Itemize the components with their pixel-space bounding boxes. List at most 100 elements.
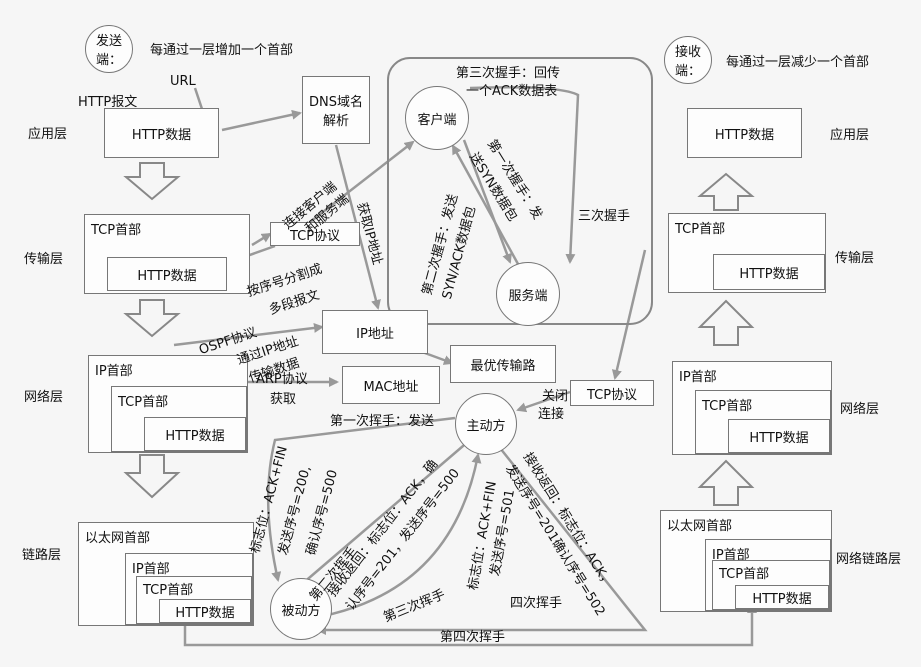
tcp-protocol-box: TCP协议 xyxy=(270,222,360,246)
server-circle: 服务端 xyxy=(496,262,560,326)
ip-header-text: IP首部 xyxy=(95,364,133,379)
ethernet-frame-box: 以太网首部 IP首部 TCP首部 HTTP数据 xyxy=(78,522,254,626)
layer-transport-right: 传输层 xyxy=(835,251,875,266)
layer-link-right: 网络链路层 xyxy=(836,552,902,567)
http-data-text: HTTP数据 xyxy=(749,430,809,446)
ip-http-box: HTTP数据 xyxy=(144,417,246,451)
arp-label: ARP协议 xyxy=(256,372,308,387)
ip-header-text: IP首部 xyxy=(679,370,717,385)
dns-text: DNS域名解析 xyxy=(309,95,363,129)
ip-header-text: IP首部 xyxy=(132,562,170,577)
right-eth-ip-box: IP首部 TCP首部 HTTP数据 xyxy=(705,539,831,611)
tcp-header-text: TCP首部 xyxy=(118,395,169,410)
http-data-text: HTTP数据 xyxy=(137,268,197,284)
url-label: URL xyxy=(170,74,196,89)
receiver-legend-circle: 接收端： xyxy=(664,36,712,84)
layer-app-left: 应用层 xyxy=(28,127,68,142)
ip-tcp-box: TCP首部 HTTP数据 xyxy=(111,386,247,452)
first-wave-label: 第一次挥手：发送 xyxy=(330,414,435,429)
up-arrow-2 xyxy=(697,299,755,346)
second-handshake-arrow xyxy=(451,144,520,265)
layer-transport-left: 传输层 xyxy=(24,252,64,267)
passive-party-text: 被动方 xyxy=(281,603,321,619)
third-wave-arrow xyxy=(299,453,482,622)
ethernet-header-text: 以太网首部 xyxy=(85,531,151,546)
tcp-protocol-text: TCP协议 xyxy=(586,387,638,403)
layer-network-left: 网络层 xyxy=(24,390,64,405)
client-text: 客户端 xyxy=(417,112,457,128)
tcp-header-text: TCP首部 xyxy=(702,399,753,414)
right-tcp-payload-box: HTTP数据 xyxy=(713,254,825,290)
http-data-text: HTTP数据 xyxy=(175,605,235,621)
receiver-label: 接收端： xyxy=(674,45,701,79)
layer-network-right: 网络层 xyxy=(840,402,880,417)
active-party-circle: 主动方 xyxy=(455,393,517,455)
second-wave-arrow xyxy=(294,438,472,591)
ethernet-header-text: 以太网首部 xyxy=(667,519,733,534)
client-circle: 客户端 xyxy=(405,86,469,150)
to-client-arrow xyxy=(309,140,415,223)
tcp-header-text: TCP首部 xyxy=(719,567,770,582)
close-label: 关闭 xyxy=(542,389,569,404)
to-right-tcp-arrow xyxy=(611,249,647,380)
right-ip-packet-box: IP首部 TCP首部 HTTP数据 xyxy=(672,361,832,455)
http-data-app-box: HTTP数据 xyxy=(104,108,219,158)
tcp-header-text: TCP首部 xyxy=(143,583,194,598)
link-to-right-arrow xyxy=(183,603,757,647)
fetch-label: 获取 xyxy=(270,392,297,407)
eth-ip-box: IP首部 TCP首部 HTTP数据 xyxy=(125,553,253,625)
ip-packet-box: IP首部 TCP首部 HTTP数据 xyxy=(88,355,248,453)
down-arrow-1 xyxy=(123,162,181,201)
mac-address-text: MAC地址 xyxy=(363,379,419,395)
tcp-payload-box: HTTP数据 xyxy=(107,257,227,291)
third-handshake-label: 第三次握手：回传 xyxy=(456,66,561,81)
third-handshake-label-2: 一个ACK数据表 xyxy=(466,84,558,99)
layer-app-right: 应用层 xyxy=(830,128,870,143)
right-tcp-segment-box: TCP首部 HTTP数据 xyxy=(668,213,826,293)
receiver-note: 每通过一层减少一个首部 xyxy=(726,55,870,70)
first-wave-arrow xyxy=(266,416,456,582)
ospf-arrow xyxy=(173,323,324,347)
four-way-wave-label: 四次挥手 xyxy=(510,596,563,611)
best-route-text: 最优传输路 xyxy=(470,358,536,374)
http-data-text: HTTP数据 xyxy=(165,428,225,444)
close-conn-arrow xyxy=(516,390,571,413)
right-eth-http-box: HTTP数据 xyxy=(735,585,829,609)
three-way-handshake-label: 三次握手 xyxy=(578,209,631,224)
ip-header-text: IP首部 xyxy=(712,548,750,563)
down-arrow-2 xyxy=(123,299,181,338)
connection-label: 连接 xyxy=(538,407,565,422)
ip-address-text: IP地址 xyxy=(356,326,394,342)
tcp-segment-box: TCP首部 HTTP数据 xyxy=(84,214,250,294)
server-text: 服务端 xyxy=(508,288,548,304)
tcp-header-text: TCP首部 xyxy=(675,222,726,237)
tcp-header-text: TCP首部 xyxy=(91,223,142,238)
right-http-data-box: HTTP数据 xyxy=(687,108,802,158)
sender-label: 发送端： xyxy=(95,34,122,68)
right-tcp-protocol-box: TCP协议 xyxy=(570,380,654,406)
up-arrow-3 xyxy=(697,459,755,506)
first-handshake-arrow xyxy=(462,139,512,264)
mac-address-box: MAC地址 xyxy=(342,366,440,404)
down-arrow-3 xyxy=(123,454,181,499)
right-eth-tcp-box: TCP首部 HTTP数据 xyxy=(712,560,830,610)
right-ip-http-box: HTTP数据 xyxy=(728,419,830,453)
layer-link-left: 链路层 xyxy=(22,548,62,563)
http-data-text: HTTP数据 xyxy=(714,127,775,143)
third-handshake-arrow xyxy=(469,86,580,264)
dns-box: DNS域名解析 xyxy=(302,76,370,144)
active-party-text: 主动方 xyxy=(466,418,506,434)
tcp-to-proto-arrow xyxy=(251,232,272,247)
fourth-wave-arrow xyxy=(316,447,648,635)
best-route-box: 最优传输路 xyxy=(450,345,556,383)
right-ip-tcp-box: TCP首部 HTTP数据 xyxy=(695,390,831,454)
http-message-label: HTTP报文 xyxy=(78,95,138,110)
tcp-protocol-text: TCP协议 xyxy=(289,228,341,244)
passive-party-circle: 被动方 xyxy=(270,578,332,640)
http-data-text: HTTP数据 xyxy=(752,591,812,607)
sender-note: 每通过一层增加一个首部 xyxy=(150,43,294,58)
right-ethernet-frame-box: 以太网首部 IP首部 TCP首部 HTTP数据 xyxy=(660,510,832,612)
to-dns-arrow xyxy=(221,109,302,132)
eth-tcp-box: TCP首部 HTTP数据 xyxy=(136,576,252,624)
